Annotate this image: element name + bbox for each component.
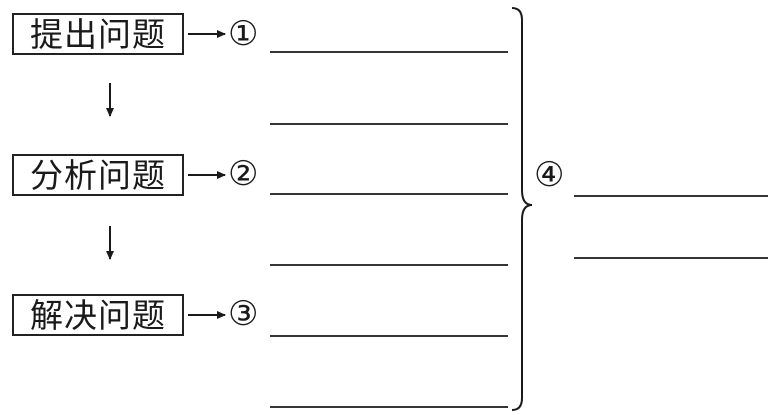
marker-3: ③ xyxy=(228,294,259,334)
marker-1: ① xyxy=(228,14,259,54)
step-box-solve-question: 解决问题 xyxy=(12,294,184,336)
marker-4: ④ xyxy=(534,155,565,195)
step-box-analyze-question: 分析问题 xyxy=(12,154,184,196)
marker-2: ② xyxy=(228,154,259,194)
curly-brace xyxy=(511,7,533,411)
step-box-raise-question: 提出问题 xyxy=(12,13,184,55)
